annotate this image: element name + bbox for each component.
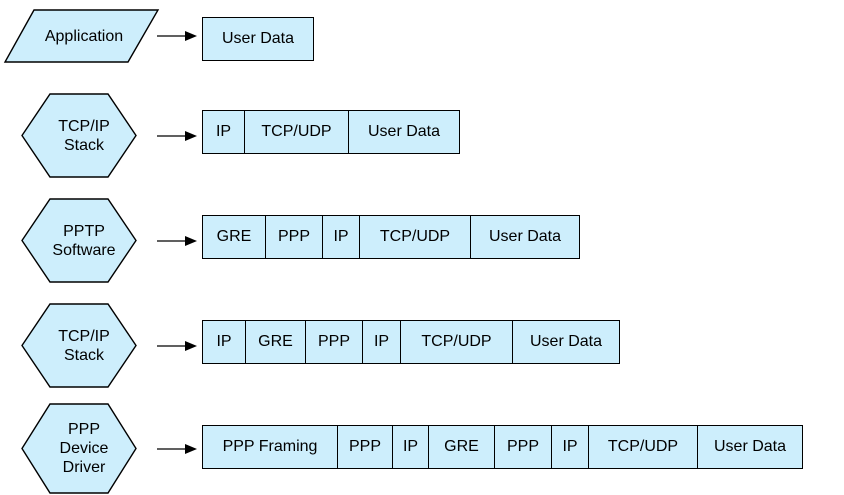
packet-segment: TCP/UDP bbox=[401, 321, 513, 363]
packet-segment: IP bbox=[552, 426, 589, 468]
arrow-right-icon bbox=[155, 338, 203, 354]
packet-segment: TCP/UDP bbox=[245, 111, 349, 153]
packet-segment: PPP bbox=[338, 426, 393, 468]
arrow-right-icon bbox=[155, 441, 203, 457]
arrow-right-icon bbox=[155, 128, 203, 144]
packet-segment: IP bbox=[203, 111, 245, 153]
packet-segment: IP bbox=[363, 321, 401, 363]
packet-segment: User Data bbox=[488, 228, 562, 245]
packet-segment: User Data bbox=[367, 123, 441, 140]
packet-segment: PPP Framing bbox=[203, 426, 338, 468]
packet-segment: PPP bbox=[266, 216, 323, 258]
packet-segment: IP bbox=[203, 321, 246, 363]
stage-shape-parallelogram: Application bbox=[3, 9, 164, 63]
arrow-right-icon bbox=[155, 28, 203, 44]
packet-segment: IP bbox=[393, 426, 429, 468]
packet-segment: User Data bbox=[221, 30, 295, 47]
packet-segment: User Data bbox=[529, 333, 603, 350]
packet-segment: PPP bbox=[306, 321, 363, 363]
packet-segment: IP bbox=[323, 216, 360, 258]
packet-segment: GRE bbox=[246, 321, 306, 363]
packet-segment: GRE bbox=[203, 216, 266, 258]
packet-segment: User Data bbox=[713, 438, 787, 455]
packet-segment: TCP/UDP bbox=[360, 216, 471, 258]
arrow-right-icon bbox=[155, 233, 203, 249]
packet-segment: TCP/UDP bbox=[589, 426, 698, 468]
packet-segment: GRE bbox=[429, 426, 495, 468]
packet-diagram: User Data bbox=[202, 17, 314, 61]
packet-segment: PPP bbox=[495, 426, 552, 468]
